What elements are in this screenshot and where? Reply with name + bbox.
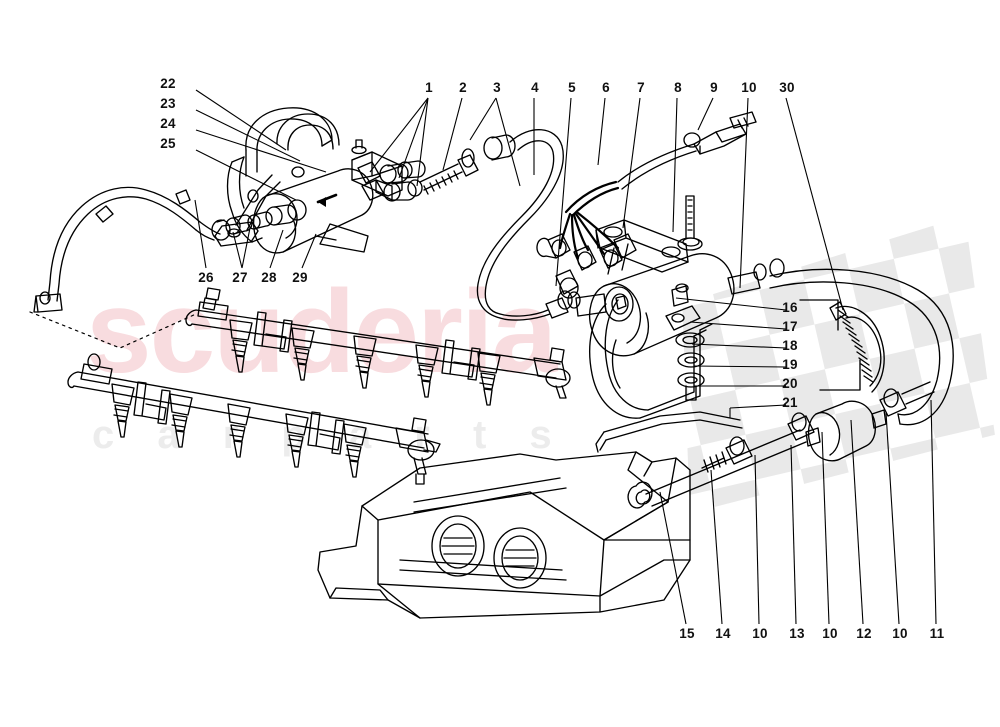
callout-23: 23: [160, 96, 176, 111]
callout-10: 10: [741, 80, 757, 95]
callout-10: 10: [822, 626, 838, 641]
callout-18: 18: [782, 338, 798, 353]
feed-line-assembly: [357, 129, 573, 321]
callout-20: 20: [782, 376, 798, 391]
fuel-rail-lower: [67, 353, 441, 485]
callout-11: 11: [929, 626, 945, 641]
callout-9: 9: [710, 80, 718, 95]
callout-13: 13: [789, 626, 805, 641]
return-hose-loop: [769, 268, 954, 426]
callout-21: 21: [782, 395, 798, 410]
callout-6: 6: [602, 80, 610, 95]
callout-2: 2: [459, 80, 467, 95]
callout-12: 12: [856, 626, 872, 641]
pump-cradle-bracket: [589, 283, 743, 453]
callout-26: 26: [198, 270, 214, 285]
engine-cover: [317, 451, 691, 619]
callout-4: 4: [531, 80, 539, 95]
callout-1: 1: [425, 80, 433, 95]
callout-5: 5: [568, 80, 576, 95]
filter-and-pipe-assembly: [627, 381, 935, 509]
callout-30: 30: [779, 80, 795, 95]
callout-17: 17: [782, 319, 798, 334]
callout-28: 28: [261, 270, 277, 285]
callout-29: 29: [292, 270, 308, 285]
callout-10: 10: [752, 626, 768, 641]
callout-24: 24: [160, 116, 176, 131]
callout-16: 16: [782, 300, 798, 315]
callout-27: 27: [232, 270, 248, 285]
fuel-hose-26: [33, 186, 231, 313]
callout-22: 22: [160, 76, 176, 91]
callout-19: 19: [782, 357, 798, 372]
fittings-27-28-29: [225, 199, 307, 235]
callout-14: 14: [715, 626, 731, 641]
callout-15: 15: [679, 626, 695, 641]
fuel-rail-upper: [185, 287, 571, 406]
canister-assembly: [214, 107, 403, 254]
callout-25: 25: [160, 136, 176, 151]
callout-3: 3: [493, 80, 501, 95]
callout-8: 8: [674, 80, 682, 95]
fuel-pump-assembly: [536, 111, 785, 357]
callout-7: 7: [637, 80, 645, 95]
callout-10: 10: [892, 626, 908, 641]
